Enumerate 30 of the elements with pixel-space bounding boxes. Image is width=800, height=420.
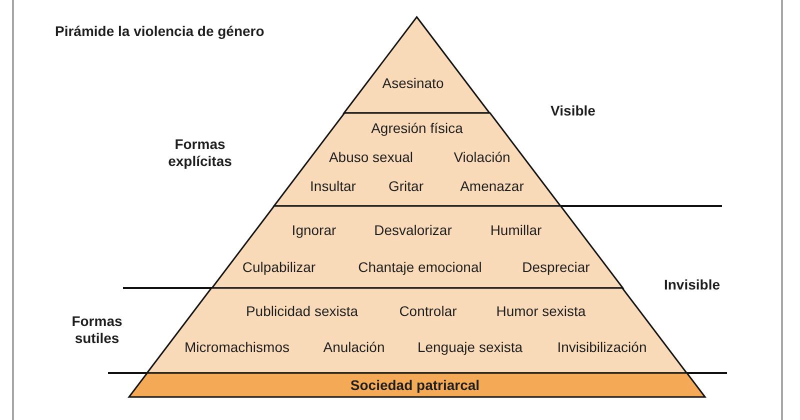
- category-label: Formas explícitas: [167, 136, 233, 170]
- pyramid-band: [147, 288, 687, 373]
- band-label: Lenguaje sexista: [417, 339, 523, 355]
- band-label: Sociedad patriarcal: [350, 377, 480, 393]
- pyramid-apex: [344, 17, 490, 113]
- band-label: Anulación: [323, 339, 385, 355]
- zone-label: Visible: [550, 102, 596, 120]
- band-label: Culpabilizar: [242, 259, 316, 275]
- band-label: Invisibilización: [557, 339, 647, 355]
- band-label: Controlar: [399, 303, 457, 319]
- band-label: Desvalorizar: [374, 222, 452, 238]
- band-label: Agresión física: [371, 120, 463, 136]
- diagram-title: Pirámide la violencia de género: [55, 23, 264, 40]
- band-label: Humor sexista: [496, 303, 586, 319]
- band-label: Insultar: [310, 178, 356, 194]
- band-label: Ignorar: [292, 222, 336, 238]
- band-label: Violación: [454, 149, 510, 165]
- zone-label: Invisible: [664, 276, 720, 294]
- band-label: Gritar: [388, 178, 424, 194]
- base-band: [128, 373, 706, 397]
- band-label: Despreciar: [522, 259, 590, 275]
- band-label: Amenazar: [460, 178, 524, 194]
- band-label: Asesinato: [382, 75, 444, 91]
- band-label: Chantaje emocional: [358, 259, 482, 275]
- band-label: Humillar: [490, 222, 542, 238]
- band-label: Micromachismos: [184, 339, 290, 355]
- category-label: Formas sutiles: [70, 313, 124, 347]
- band-label: Abuso sexual: [328, 149, 414, 165]
- pyramid-band: [212, 206, 622, 288]
- band-label: Publicidad sexista: [246, 303, 358, 319]
